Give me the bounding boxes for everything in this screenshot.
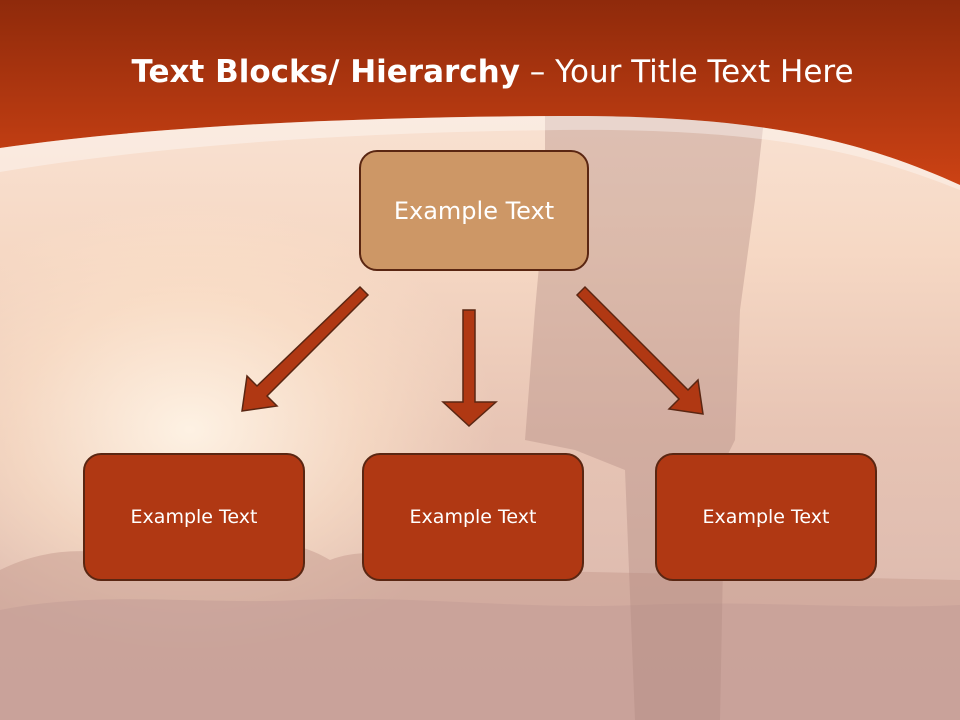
title-rest: Your Title Text Here — [555, 54, 854, 90]
child-box-label: Example Text — [130, 506, 258, 528]
page-title: Text Blocks/ Hierarchy – Your Title Text… — [0, 54, 960, 90]
child-box-3: Example Text — [655, 453, 877, 581]
child-box-2: Example Text — [362, 453, 584, 581]
title-dash: – — [519, 54, 556, 90]
root-box: Example Text — [359, 150, 589, 271]
cloud-silhouette — [0, 541, 960, 720]
title-bold: Text Blocks/ Hierarchy — [131, 54, 520, 90]
header-banner — [0, 0, 960, 190]
child-box-label: Example Text — [409, 506, 537, 528]
root-box-label: Example Text — [393, 196, 555, 225]
child-box-1: Example Text — [83, 453, 305, 581]
child-box-label: Example Text — [702, 506, 830, 528]
